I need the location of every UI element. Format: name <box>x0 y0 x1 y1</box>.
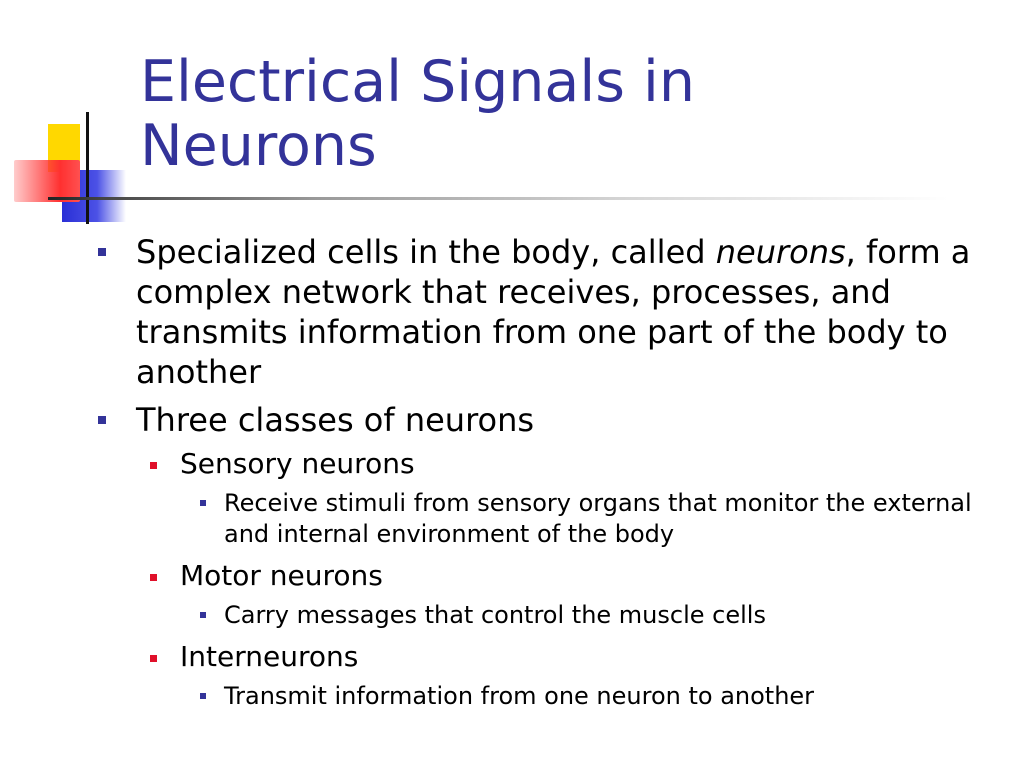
sub-bullet-text: Interneurons <box>180 640 359 673</box>
bullet-text: Three classes of neurons <box>136 401 535 439</box>
vertical-rule-decoration <box>86 112 89 224</box>
bullet-emphasis: neurons <box>715 233 846 271</box>
corner-decoration <box>0 0 160 240</box>
detail-text: Receive stimuli from sensory organs that… <box>224 489 972 548</box>
detail-bullet-sensory: Receive stimuli from sensory organs that… <box>96 488 1006 550</box>
slide-body: Specialized cells in the body, called ne… <box>96 232 1006 722</box>
title-line-2: Neurons <box>140 113 377 179</box>
square-bullet-icon <box>98 248 106 256</box>
red-square-bullet-icon <box>150 655 157 662</box>
bullet-text-rest: , form a complex network that receives, … <box>136 233 971 391</box>
title-underline <box>48 197 948 200</box>
bullet-text: Specialized cells in the body, called <box>136 233 716 271</box>
red-square-bullet-icon <box>150 462 157 469</box>
red-square-bullet-icon <box>150 574 157 581</box>
bullet-three-classes: Three classes of neurons <box>96 400 1006 440</box>
slide-title: Electrical Signals in Neurons <box>140 50 920 178</box>
small-square-bullet-icon <box>200 693 206 699</box>
sub-bullet-sensory: Sensory neurons <box>96 448 1006 480</box>
bullet-neurons-definition: Specialized cells in the body, called ne… <box>96 232 1006 392</box>
detail-bullet-interneurons: Transmit information from one neuron to … <box>96 681 1006 712</box>
sub-bullet-text: Motor neurons <box>180 559 383 592</box>
sub-bullet-motor: Motor neurons <box>96 560 1006 592</box>
small-square-bullet-icon <box>200 612 206 618</box>
sub-bullet-interneurons: Interneurons <box>96 641 1006 673</box>
red-bar-decoration <box>14 160 80 202</box>
detail-text: Carry messages that control the muscle c… <box>224 601 766 629</box>
square-bullet-icon <box>98 416 106 424</box>
detail-text: Transmit information from one neuron to … <box>224 682 815 710</box>
sub-bullet-text: Sensory neurons <box>180 447 415 480</box>
detail-bullet-motor: Carry messages that control the muscle c… <box>96 600 1006 631</box>
title-line-1: Electrical Signals in <box>140 49 695 115</box>
small-square-bullet-icon <box>200 500 206 506</box>
